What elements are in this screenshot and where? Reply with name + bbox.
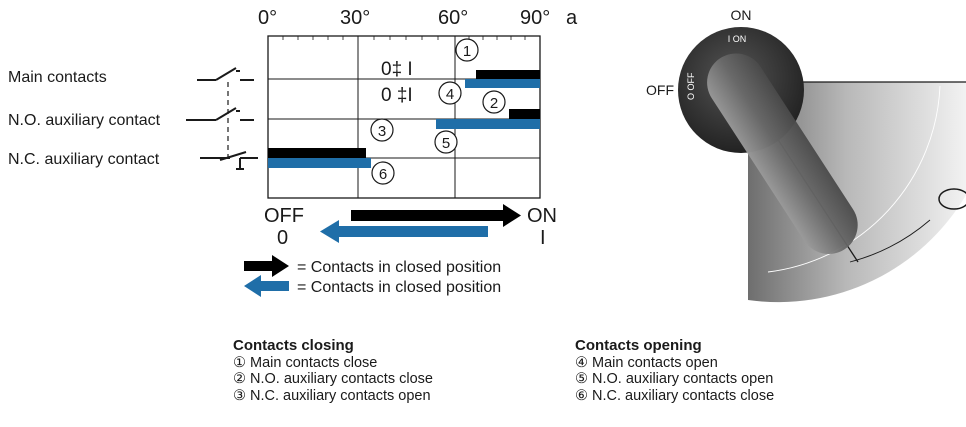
no-aux-closed-bar xyxy=(509,109,540,119)
legend-black-text: = Contacts in closed position xyxy=(297,259,501,276)
switch-off-label: OFF xyxy=(646,82,674,98)
no-aux-contact-label: N.O. auxiliary contact xyxy=(8,112,161,129)
contacts-closing-title: Contacts closing xyxy=(233,337,354,354)
on-position-label: ON xyxy=(527,205,557,227)
hysteresis-marker-bottom: 0 ‡I xyxy=(381,85,413,106)
knob-off-marking: O OFF xyxy=(686,72,696,100)
angle-30-label: 30° xyxy=(340,7,370,29)
off-position-value: 0 xyxy=(277,227,288,249)
closing-item-2: ② N.O. auxiliary contacts close xyxy=(233,371,433,387)
angle-unit-label: a xyxy=(566,7,578,29)
on-position-value: I xyxy=(540,227,546,249)
closing-item-3: ③ N.C. auxiliary contacts open xyxy=(233,387,431,404)
marker-1-number: 1 xyxy=(463,43,471,60)
opening-item-3: ⑥ N.C. auxiliary contacts close xyxy=(575,387,775,404)
contacts-opening-block: Contacts opening ④ Main contacts open ⑤ … xyxy=(575,337,775,404)
angle-90-label: 90° xyxy=(520,7,550,29)
marker-2: 2 xyxy=(482,90,506,114)
nc-aux-closed-bar xyxy=(268,148,366,158)
marker-3: 3 xyxy=(370,118,394,142)
opening-item-1: ④ Main contacts open xyxy=(575,354,718,371)
contacts-opening-title: Contacts opening xyxy=(575,337,702,354)
marker-1: 1 xyxy=(455,38,479,62)
rotary-switch-illustration xyxy=(678,27,966,303)
nc-aux-contact-label: N.C. auxiliary contact xyxy=(8,151,160,168)
contacts-closing-block: Contacts closing ① Main contacts close ②… xyxy=(233,337,433,404)
main-contact-blue-bar xyxy=(465,79,540,88)
legend-blue-text: = Contacts in closed position xyxy=(297,279,501,296)
marker-4-number: 4 xyxy=(446,86,454,103)
marker-6-number: 6 xyxy=(379,166,387,183)
marker-5: 5 xyxy=(434,130,458,154)
marker-6: 6 xyxy=(371,161,395,185)
main-contacts-label: Main contacts xyxy=(8,69,107,86)
no-aux-blue-bar xyxy=(436,119,540,129)
knob-on-marking: I ON xyxy=(728,34,747,44)
contact-symbols xyxy=(186,67,258,170)
opening-item-2: ⑤ N.O. auxiliary contacts open xyxy=(575,371,774,387)
angle-60-label: 60° xyxy=(438,7,468,29)
main-contact-closed-bar xyxy=(476,70,540,79)
opening-direction-arrow xyxy=(320,220,488,243)
nc-aux-blue-bar xyxy=(268,158,371,168)
legend-blue-arrow xyxy=(244,275,289,297)
marker-4: 4 xyxy=(438,81,462,105)
closing-item-1: ① Main contacts close xyxy=(233,354,378,371)
legend-black-arrow xyxy=(244,255,289,277)
marker-5-number: 5 xyxy=(442,135,450,152)
off-position-label: OFF xyxy=(264,205,304,227)
hysteresis-marker-top: 0‡ I xyxy=(381,59,413,80)
angle-0-label: 0° xyxy=(258,7,277,29)
switch-on-label: ON xyxy=(731,7,752,23)
marker-2-number: 2 xyxy=(490,95,498,112)
closing-direction-arrow xyxy=(351,204,521,227)
marker-3-number: 3 xyxy=(378,123,386,140)
